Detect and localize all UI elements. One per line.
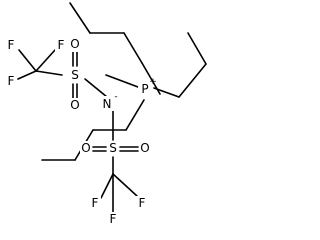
oxygen-atom-right-left: O bbox=[81, 141, 90, 155]
fluorine-atom-3: F bbox=[8, 74, 15, 88]
sulfur-atom-left: S bbox=[71, 68, 79, 82]
oxygen-atom-left-bottom: O bbox=[70, 98, 79, 112]
oxygen-atom-left-top: O bbox=[70, 37, 79, 51]
fluorine-atom-6: F bbox=[110, 212, 117, 226]
chemical-structure: P + N - S O O F F F S O O F F F bbox=[5, 2, 207, 227]
nitrogen-atom: N bbox=[103, 97, 112, 111]
phosphorus-atom: P bbox=[141, 82, 148, 96]
anion-bonds bbox=[17, 49, 139, 213]
fluorine-atom-2: F bbox=[58, 38, 65, 52]
fluorine-atom-1: F bbox=[8, 38, 15, 52]
oxygen-atom-right-right: O bbox=[140, 141, 149, 155]
phosphorus-charge: + bbox=[149, 77, 157, 87]
nitrogen-charge: - bbox=[114, 92, 117, 102]
cation-bonds bbox=[41, 2, 207, 161]
fluorine-atom-4: F bbox=[92, 196, 99, 210]
fluorine-atom-5: F bbox=[139, 196, 146, 210]
atom-labels: P + N - S O O F F F S O O F F F bbox=[5, 37, 157, 227]
sulfur-atom-right: S bbox=[109, 141, 117, 155]
